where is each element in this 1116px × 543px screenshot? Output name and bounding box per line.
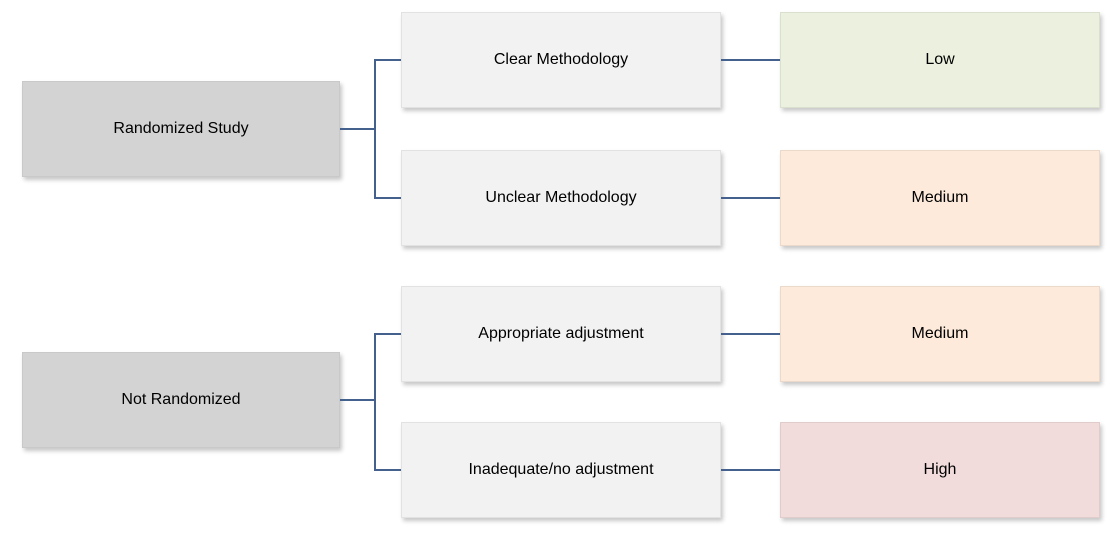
node-randomized-study: Randomized Study: [22, 81, 340, 177]
node-risk-low: Low: [780, 12, 1100, 108]
connector-root1-vertical: [374, 59, 376, 199]
connector-root1-branch-top: [374, 59, 401, 61]
connector-root2-trunk: [340, 399, 374, 401]
node-risk-high: High: [780, 422, 1100, 518]
connector-unclear-to-medium: [721, 197, 780, 199]
node-clear-methodology: Clear Methodology: [401, 12, 721, 108]
connector-root2-vertical: [374, 333, 376, 471]
connector-root1-branch-bottom: [374, 197, 401, 199]
node-risk-medium-2: Medium: [780, 286, 1100, 382]
node-not-randomized: Not Randomized: [22, 352, 340, 448]
node-appropriate-adjustment: Appropriate adjustment: [401, 286, 721, 382]
connector-root2-branch-bottom: [374, 469, 401, 471]
node-inadequate-no-adjustment: Inadequate/no adjustment: [401, 422, 721, 518]
node-unclear-methodology: Unclear Methodology: [401, 150, 721, 246]
node-risk-medium-1: Medium: [780, 150, 1100, 246]
connector-appropriate-to-medium: [721, 333, 780, 335]
connector-root2-branch-top: [374, 333, 401, 335]
connector-clear-to-low: [721, 59, 780, 61]
connector-root1-trunk: [340, 128, 374, 130]
connector-inadequate-to-high: [721, 469, 780, 471]
